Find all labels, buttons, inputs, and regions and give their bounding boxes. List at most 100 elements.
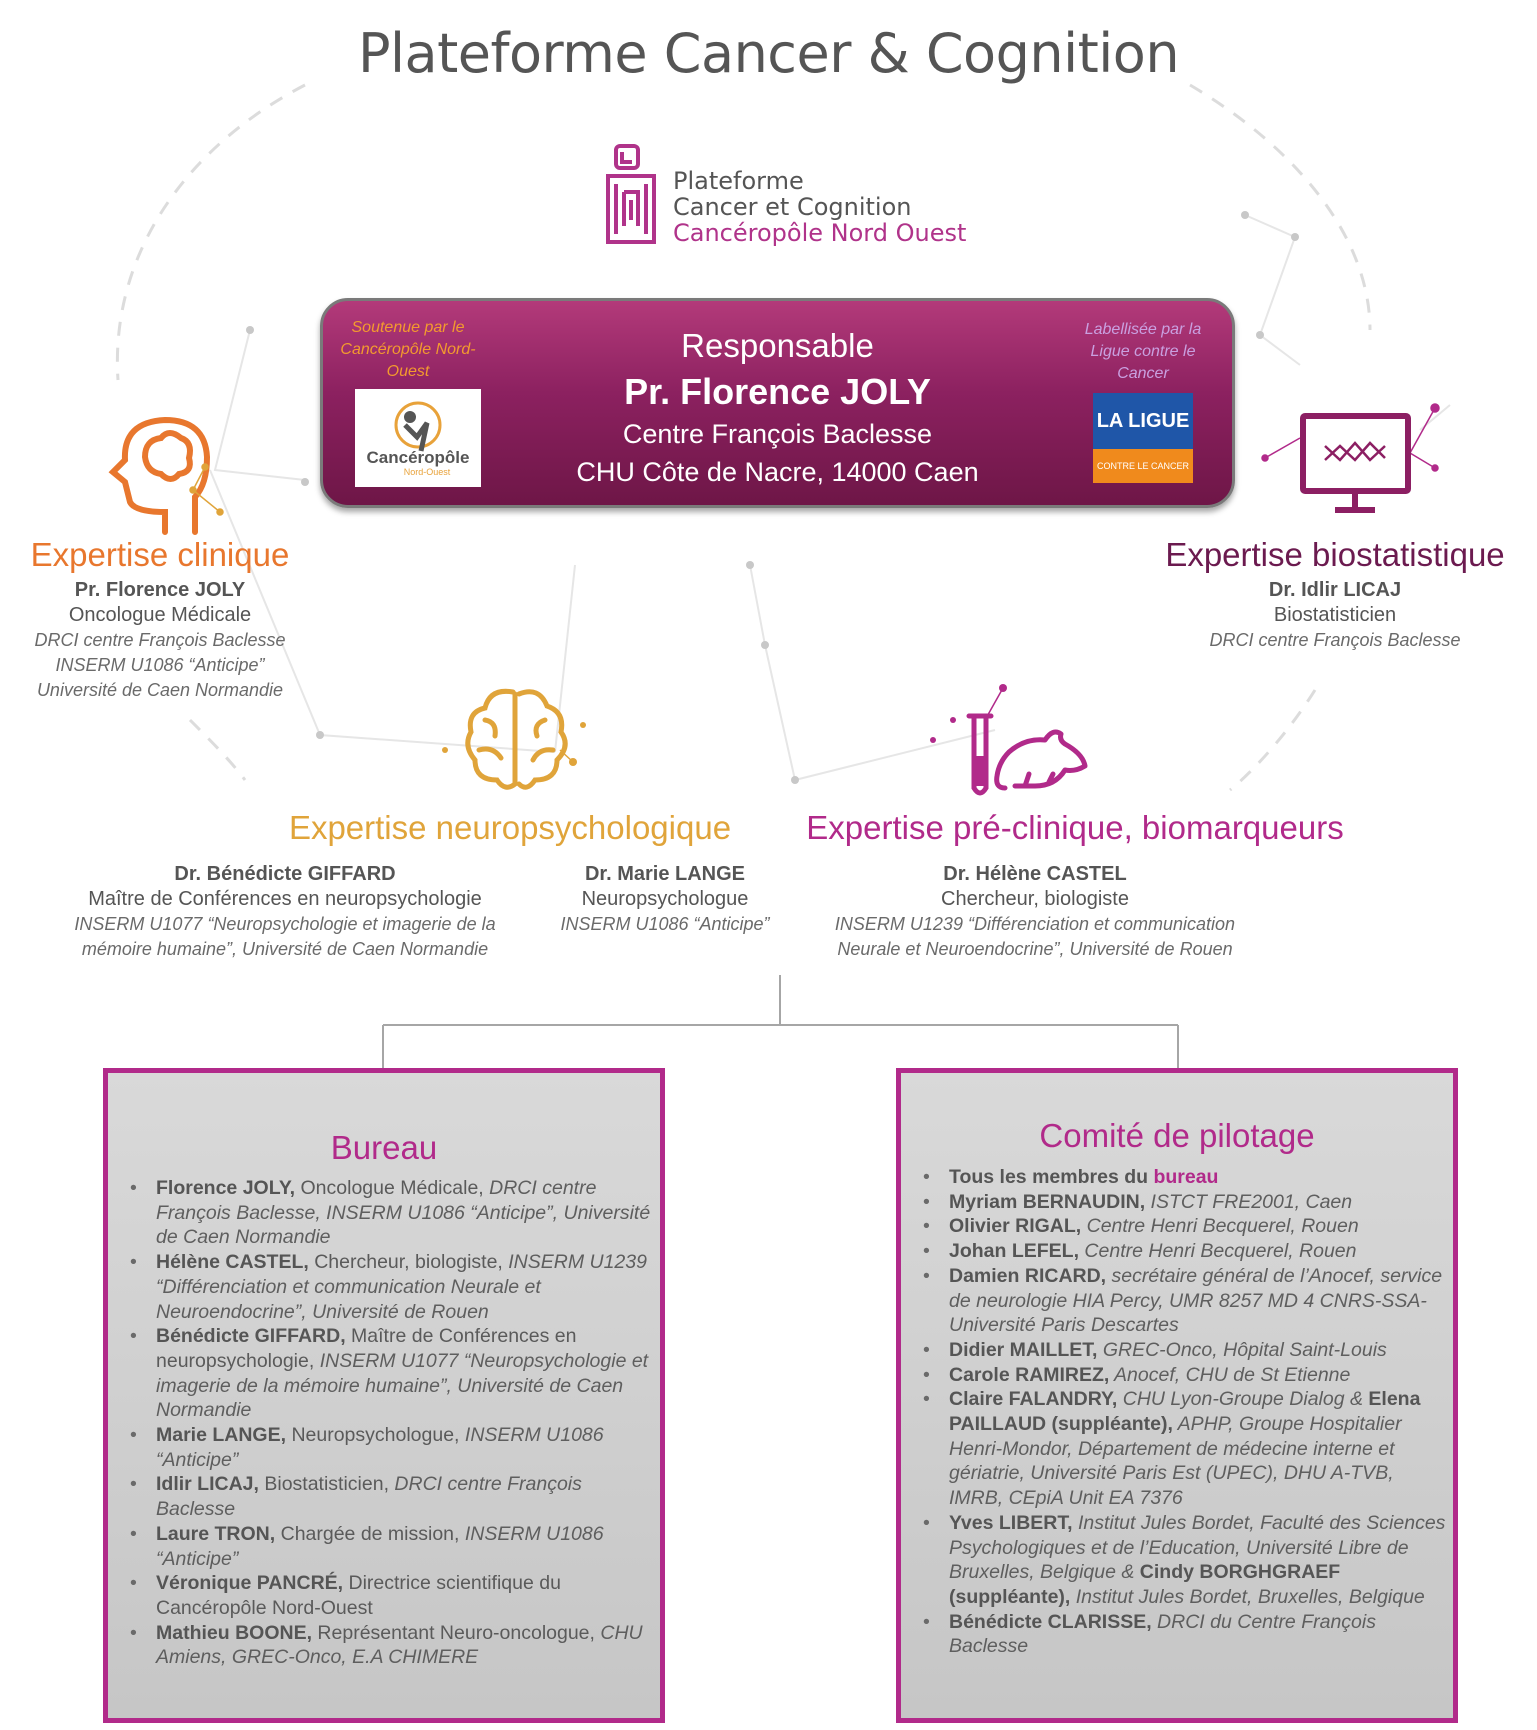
label-note: Labellisée par la Ligue contre le Cancer xyxy=(1084,321,1202,382)
bureau-member-aff: DRCI centre François Baclesse, INSERM U1… xyxy=(156,1177,651,1249)
bureau-title: Bureau xyxy=(330,1129,438,1166)
biostat-role: Biostatisticien xyxy=(1273,604,1397,626)
list-item: Marie LANGE, Neuropsychologue, INSERM U1… xyxy=(130,1423,660,1472)
list-item: Yves LIBERT, Institut Jules Bordet, Facu… xyxy=(923,1511,1453,1610)
comite-member-name-2: Cindy BORGHGRAEF (suppléante), xyxy=(949,1561,1341,1608)
monitor-chart-icon xyxy=(1261,403,1440,513)
bureau-member-role: Chargée de mission, xyxy=(275,1522,460,1545)
comite-member-aff: Centre Henri Becquerel, Rouen xyxy=(1081,1215,1359,1238)
preclin-aff-2: Neurale et Neuroendocrine”, Université d… xyxy=(837,939,1233,959)
list-item: Bénédicte GIFFARD, Maître de Conférences… xyxy=(130,1324,660,1423)
comite-list: Tous les membres du bureau Myriam BERNAU… xyxy=(901,1165,1453,1659)
bureau-member-name: Véronique PANCRÉ, xyxy=(156,1572,344,1595)
bureau-member-name: Idlir LICAJ, xyxy=(156,1473,259,1496)
neuro-person-1: Dr. Bénédicte GIFFARD Maître de Conféren… xyxy=(40,862,530,962)
comite-member-name: Didier MAILLET, xyxy=(949,1338,1098,1361)
clinique-aff-3: Université de Caen Normandie xyxy=(36,680,284,700)
comite-member-aff: Centre Henri Becquerel, Rouen xyxy=(1079,1240,1357,1263)
expertise-clinique-title: Expertise clinique xyxy=(30,536,290,573)
responsable-name: Pr. Florence JOLY xyxy=(624,371,931,412)
expertise-biostatistique: Expertise biostatistique Dr. Idlir LICAJ… xyxy=(1140,532,1530,653)
preclin-aff-1: INSERM U1239 “Différenciation et communi… xyxy=(834,914,1236,934)
list-item: Idlir LICAJ, Biostatisticien, DRCI centr… xyxy=(130,1472,660,1521)
list-item: Mathieu BOONE, Représentant Neuro-oncolo… xyxy=(130,1621,660,1670)
comite-member-name: Carole RAMIREZ, xyxy=(949,1363,1110,1386)
neuro-p1-aff-2: mémoire humaine”, Université de Caen Nor… xyxy=(81,939,489,959)
platform-logo-text: Plateforme Cancer et Cognition Cancéropô… xyxy=(673,168,966,246)
brain-icon xyxy=(442,688,586,790)
bureau-member-role: Directrice scientifique du Cancéropôle N… xyxy=(156,1572,561,1619)
expertise-preclinique: Expertise pré-clinique, biomarqueurs Dr.… xyxy=(800,805,1350,962)
comite-first-link: bureau xyxy=(1153,1166,1219,1188)
bureau-list: Florence JOLY, Oncologue Médicale, DRCI … xyxy=(108,1176,660,1670)
bureau-member-aff: DRCI centre François Baclesse xyxy=(156,1473,582,1521)
comite-member-name: Damien RICARD, xyxy=(949,1264,1107,1287)
biostat-aff-1: DRCI centre François Baclesse xyxy=(1209,630,1461,650)
canceropole-logo: Cancéropôle Nord-Ouest xyxy=(355,389,481,487)
biostat-name: Dr. Idlir LICAJ xyxy=(1268,579,1402,601)
comite-title: Comité de pilotage xyxy=(1039,1117,1315,1154)
comite-member-aff-2: APHP, Groupe Hospitalier Henri-Mondor, D… xyxy=(949,1413,1402,1510)
list-item: Carole RAMIREZ, Anocef, CHU de St Etienn… xyxy=(923,1363,1453,1388)
head-brain-icon xyxy=(108,416,224,535)
ligue-logo-bottom: CONTRE LE CANCER xyxy=(1093,449,1193,483)
list-item: Didier MAILLET, GREC-Onco, Hôpital Saint… xyxy=(923,1338,1453,1363)
responsable-heading: Responsable xyxy=(681,327,874,364)
list-item: Johan LEFEL, Centre Henri Becquerel, Rou… xyxy=(923,1239,1453,1264)
bureau-member-role: Neuropsychologue, xyxy=(286,1424,460,1447)
neuro-p1-name: Dr. Bénédicte GIFFARD xyxy=(174,863,396,885)
comite-member-aff: GREC-Onco, Hôpital Saint-Louis xyxy=(1097,1338,1387,1361)
comite-member-aff-2: Institut Jules Bordet, Bruxelles, Belgiq… xyxy=(1070,1585,1425,1608)
list-item: Olivier RIGAL, Centre Henri Becquerel, R… xyxy=(923,1214,1453,1239)
ligue-logo-top: LA LIGUE xyxy=(1093,393,1193,449)
test-tube-mouse-icon xyxy=(930,684,1088,796)
expertise-neuro-title: Expertise neuropsychologique xyxy=(288,809,732,846)
neuro-p2-name: Dr. Marie LANGE xyxy=(584,863,746,885)
list-item: Damien RICARD, secrétaire général de l’A… xyxy=(923,1264,1453,1338)
comite-member-name: Johan LEFEL, xyxy=(949,1240,1080,1263)
list-item: Laure TRON, Chargée de mission, INSERM U… xyxy=(130,1522,660,1571)
list-item: Myriam BERNAUDIN, ISTCT FRE2001, Caen xyxy=(923,1190,1453,1215)
comite-member-aff: Institut Jules Bordet, Faculté des Scien… xyxy=(949,1511,1446,1584)
bureau-member-aff: INSERM U1239 “Différenciation et communi… xyxy=(156,1251,647,1323)
bureau-member-role: Biostatisticien, xyxy=(258,1473,389,1496)
body-maze-icon xyxy=(606,144,656,244)
neuro-person-2: Dr. Marie LANGE Neuropsychologue INSERM … xyxy=(535,862,795,937)
responsable-center: Responsable Pr. Florence JOLY Centre Fra… xyxy=(323,323,1232,491)
expertise-biostat-title: Expertise biostatistique xyxy=(1165,536,1505,573)
preclin-role: Chercheur, biologiste xyxy=(941,888,1129,910)
neuro-p2-role: Neuropsychologue xyxy=(581,888,749,910)
comite-member-aff: secrétaire général de l’Anocef, service … xyxy=(949,1264,1443,1337)
responsable-place-2: CHU Côte de Nacre, 14000 Caen xyxy=(576,457,979,487)
list-item: Tous les membres du bureau xyxy=(923,1165,1453,1190)
clinique-role: Oncologue Médicale xyxy=(68,604,252,626)
logo-line-2: Cancer et Cognition xyxy=(673,193,912,221)
bureau-member-name: Hélène CASTEL, xyxy=(156,1251,309,1274)
clinique-name: Pr. Florence JOLY xyxy=(74,579,246,601)
comite-first-text: Tous les membres du xyxy=(949,1166,1154,1188)
canceropole-logo-text: Cancéropôle xyxy=(367,448,470,467)
logo-line-3: Cancéropôle Nord Ouest xyxy=(673,219,967,247)
expertise-clinique: Expertise clinique Pr. Florence JOLY Onc… xyxy=(10,532,310,703)
list-item: Véronique PANCRÉ, Directrice scientifiqu… xyxy=(130,1571,660,1620)
neuro-p2-aff-1: INSERM U1086 “Anticipe” xyxy=(560,914,770,934)
bureau-member-name: Laure TRON, xyxy=(156,1522,276,1545)
list-item: Bénédicte CLARISSE, DRCI du Centre Franç… xyxy=(923,1610,1453,1659)
bureau-card: Bureau Florence JOLY, Oncologue Médicale… xyxy=(103,1068,665,1723)
list-item: Hélène CASTEL, Chercheur, biologiste, IN… xyxy=(130,1250,660,1324)
bureau-member-aff: CHU Amiens, GREC-Onco, E.A CHIMERE xyxy=(156,1621,643,1669)
bureau-member-aff: INSERM U1086 “Anticipe” xyxy=(156,1424,604,1471)
bureau-member-aff: INSERM U1077 “Neuropsychologie et imager… xyxy=(156,1349,649,1422)
bureau-member-aff: INSERM U1086 “Anticipe” xyxy=(156,1522,604,1570)
list-item: Claire FALANDRY, CHU Lyon-Groupe Dialog … xyxy=(923,1387,1453,1511)
comite-member-aff: DRCI du Centre François Baclesse xyxy=(949,1610,1376,1658)
clinique-aff-1: DRCI centre François Baclesse xyxy=(34,630,286,650)
clinique-aff-2: INSERM U1086 “Anticipe” xyxy=(55,655,265,675)
comite-member-name-2: Elena PAILLAUD (suppléante), xyxy=(949,1388,1421,1436)
support-note: Soutenue par le Cancéropôle Nord-Ouest xyxy=(340,319,476,380)
comite-member-name: Yves LIBERT, xyxy=(949,1511,1073,1534)
comite-member-name: Olivier RIGAL, xyxy=(949,1215,1082,1238)
comite-member-name: Myriam BERNAUDIN, xyxy=(949,1190,1146,1213)
org-connector xyxy=(382,975,1179,1070)
